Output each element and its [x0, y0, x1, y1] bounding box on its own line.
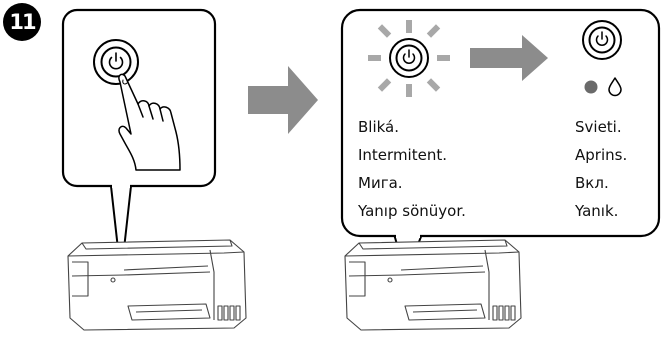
on-label-ro: Aprins. [575, 146, 628, 164]
lit-power-button [582, 20, 622, 60]
blinking-label-tr: Yanıp sönüyor. [358, 202, 466, 220]
blinking-label-bg: Мига. [358, 174, 403, 192]
power-icon [595, 31, 609, 47]
printer-icon [344, 239, 522, 331]
blinking-label-ro: Intermitent. [358, 146, 447, 164]
ink-dot-icon [584, 80, 598, 94]
blinking-label-sk: Bliká. [358, 118, 400, 136]
step-number: 11 [3, 3, 41, 41]
ink-drop-icon [608, 77, 622, 97]
printer-icon [67, 239, 247, 331]
power-button-press [93, 39, 139, 85]
power-icon [108, 52, 124, 70]
pointing-hand-icon [118, 73, 181, 171]
blink-rays [368, 20, 450, 97]
on-label-bg: Вкл. [575, 174, 609, 192]
right-arrow-icon [470, 35, 548, 81]
on-label-tr: Yanık. [575, 202, 619, 220]
blinking-power-button [368, 20, 450, 97]
on-label-sk: Svieti. [575, 118, 622, 136]
power-icon [402, 49, 416, 65]
right-arrow-icon [248, 66, 318, 134]
